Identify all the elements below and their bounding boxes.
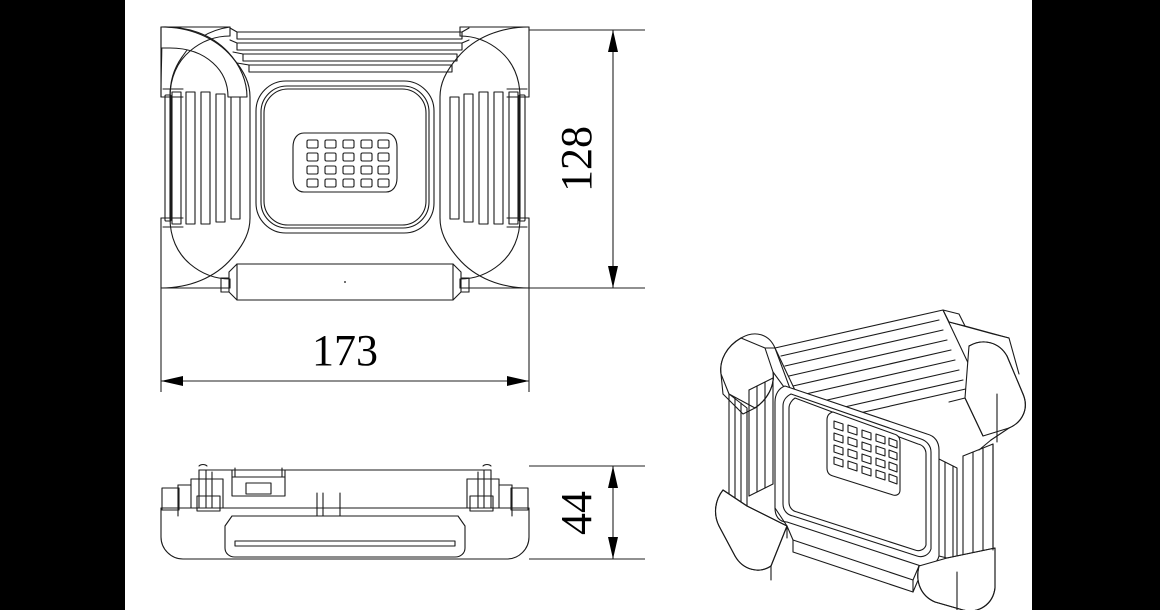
isometric-view [714,309,1026,610]
dimension-depth-label: 44 [552,491,601,535]
dimension-height-label: 128 [552,126,601,192]
side-latch [231,467,286,497]
drawing-sheet: 173 128 [125,0,1032,610]
iso-led-grid [826,411,901,496]
top-vents [229,27,470,73]
side-left-bracket [161,463,224,517]
iso-left-fins [728,377,774,513]
iso-bumper-bottom-left [714,489,788,581]
dimension-width-label: 173 [312,326,378,375]
front-body-outline [169,96,521,219]
side-right-bracket [466,463,529,517]
side-center-tab [316,492,341,517]
side-view [160,463,530,560]
dimension-depth: 44 [552,466,618,559]
side-handle-bar [224,515,466,558]
left-fins [162,88,241,228]
led-cells [306,139,390,188]
iso-top-vents [774,309,1010,425]
right-fins [449,88,528,228]
led-grid [292,132,398,193]
letterbox-left [0,0,125,610]
corner-bumper-top-right [439,26,530,98]
letterbox-right [1032,0,1160,610]
side-view-dimensions: 44 [529,465,645,560]
dimension-width: 173 [161,326,529,386]
corner-bumper-top-left [160,26,251,98]
iso-bumper-bottom-right [917,547,996,610]
bottom-handle [220,263,470,301]
dimension-height: 128 [552,30,618,288]
iso-led-cells [833,420,898,485]
front-lens-bezel [255,80,435,234]
iso-body-edges [774,337,1020,559]
front-view-dimensions: 173 128 [160,29,645,392]
iso-bumper-top-right [948,341,1026,451]
front-view [160,26,530,301]
